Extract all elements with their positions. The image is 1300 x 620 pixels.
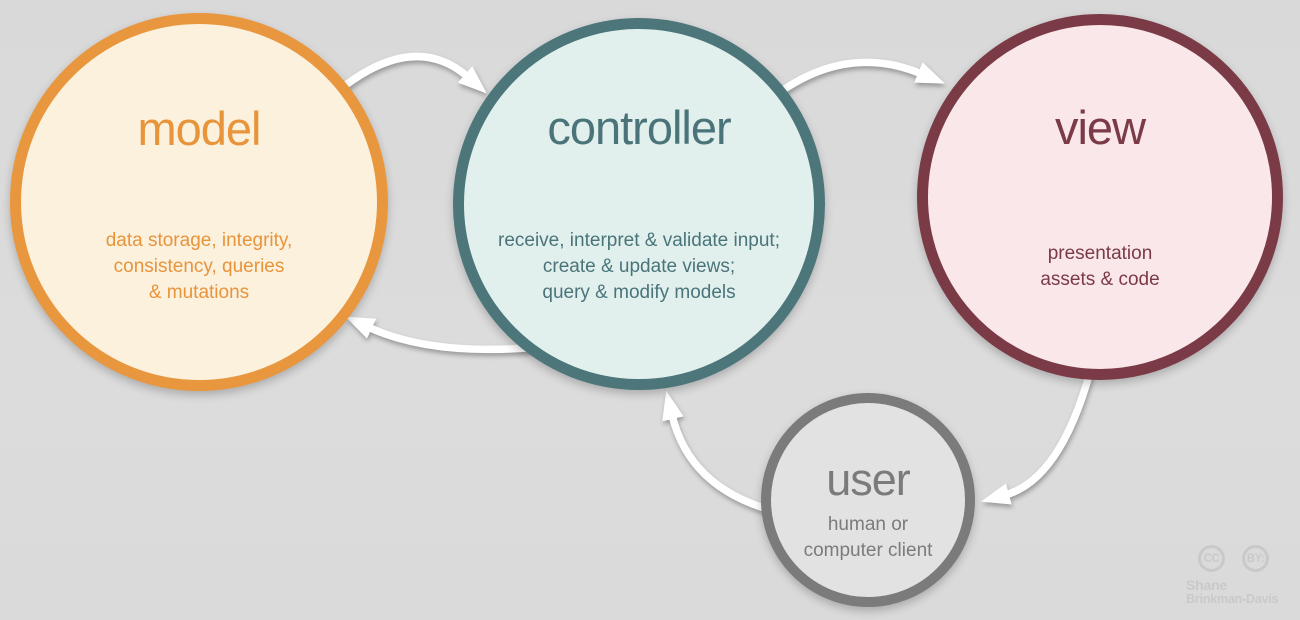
controller-desc-line: receive, interpret & validate input; <box>498 230 780 251</box>
model-title: model <box>137 102 261 155</box>
model-desc-line: consistency, queries <box>113 256 285 277</box>
node-view: view presentation assets & code <box>917 14 1283 380</box>
view-description: presentation assets & code <box>928 241 1272 293</box>
arrow-controller-to-view <box>769 58 946 101</box>
arrow-user-to-controller <box>662 390 779 516</box>
user-description: human or computer client <box>771 512 965 564</box>
by-icon: BY: <box>1242 545 1269 572</box>
view-desc-line: assets & code <box>1040 269 1160 290</box>
cc-by-badges: CC BY: <box>1186 545 1296 572</box>
arrow-view-to-user <box>980 370 1094 505</box>
view-title: view <box>1054 101 1146 154</box>
user-desc-line: human or <box>827 514 909 535</box>
model-description: data storage, integrity, consistency, qu… <box>21 228 377 306</box>
author-first-name: Shane <box>1186 577 1228 593</box>
model-desc-line: & mutations <box>148 282 250 303</box>
cc-icon: CC <box>1198 545 1225 572</box>
view-desc-line: presentation <box>1047 243 1153 264</box>
author-last-name: Brinkman-Davis <box>1186 592 1279 606</box>
node-model: model data storage, integrity, consisten… <box>10 13 388 391</box>
author-name: Shane Brinkman-Davis <box>1186 578 1296 606</box>
node-user: user human or computer client <box>761 393 975 607</box>
model-desc-line: data storage, integrity, <box>105 230 293 251</box>
controller-desc-line: create & update views; <box>542 256 736 277</box>
arrow-model-to-controller <box>329 52 487 99</box>
license-attribution: CC BY: Shane Brinkman-Davis <box>1186 545 1296 606</box>
controller-title: controller <box>547 101 731 154</box>
user-title: user <box>826 454 911 505</box>
controller-desc-line: query & modify models <box>542 282 736 303</box>
node-controller: controller receive, interpret & validate… <box>453 18 825 390</box>
user-desc-line: computer client <box>803 540 933 561</box>
controller-description: receive, interpret & validate input; cre… <box>464 228 814 306</box>
